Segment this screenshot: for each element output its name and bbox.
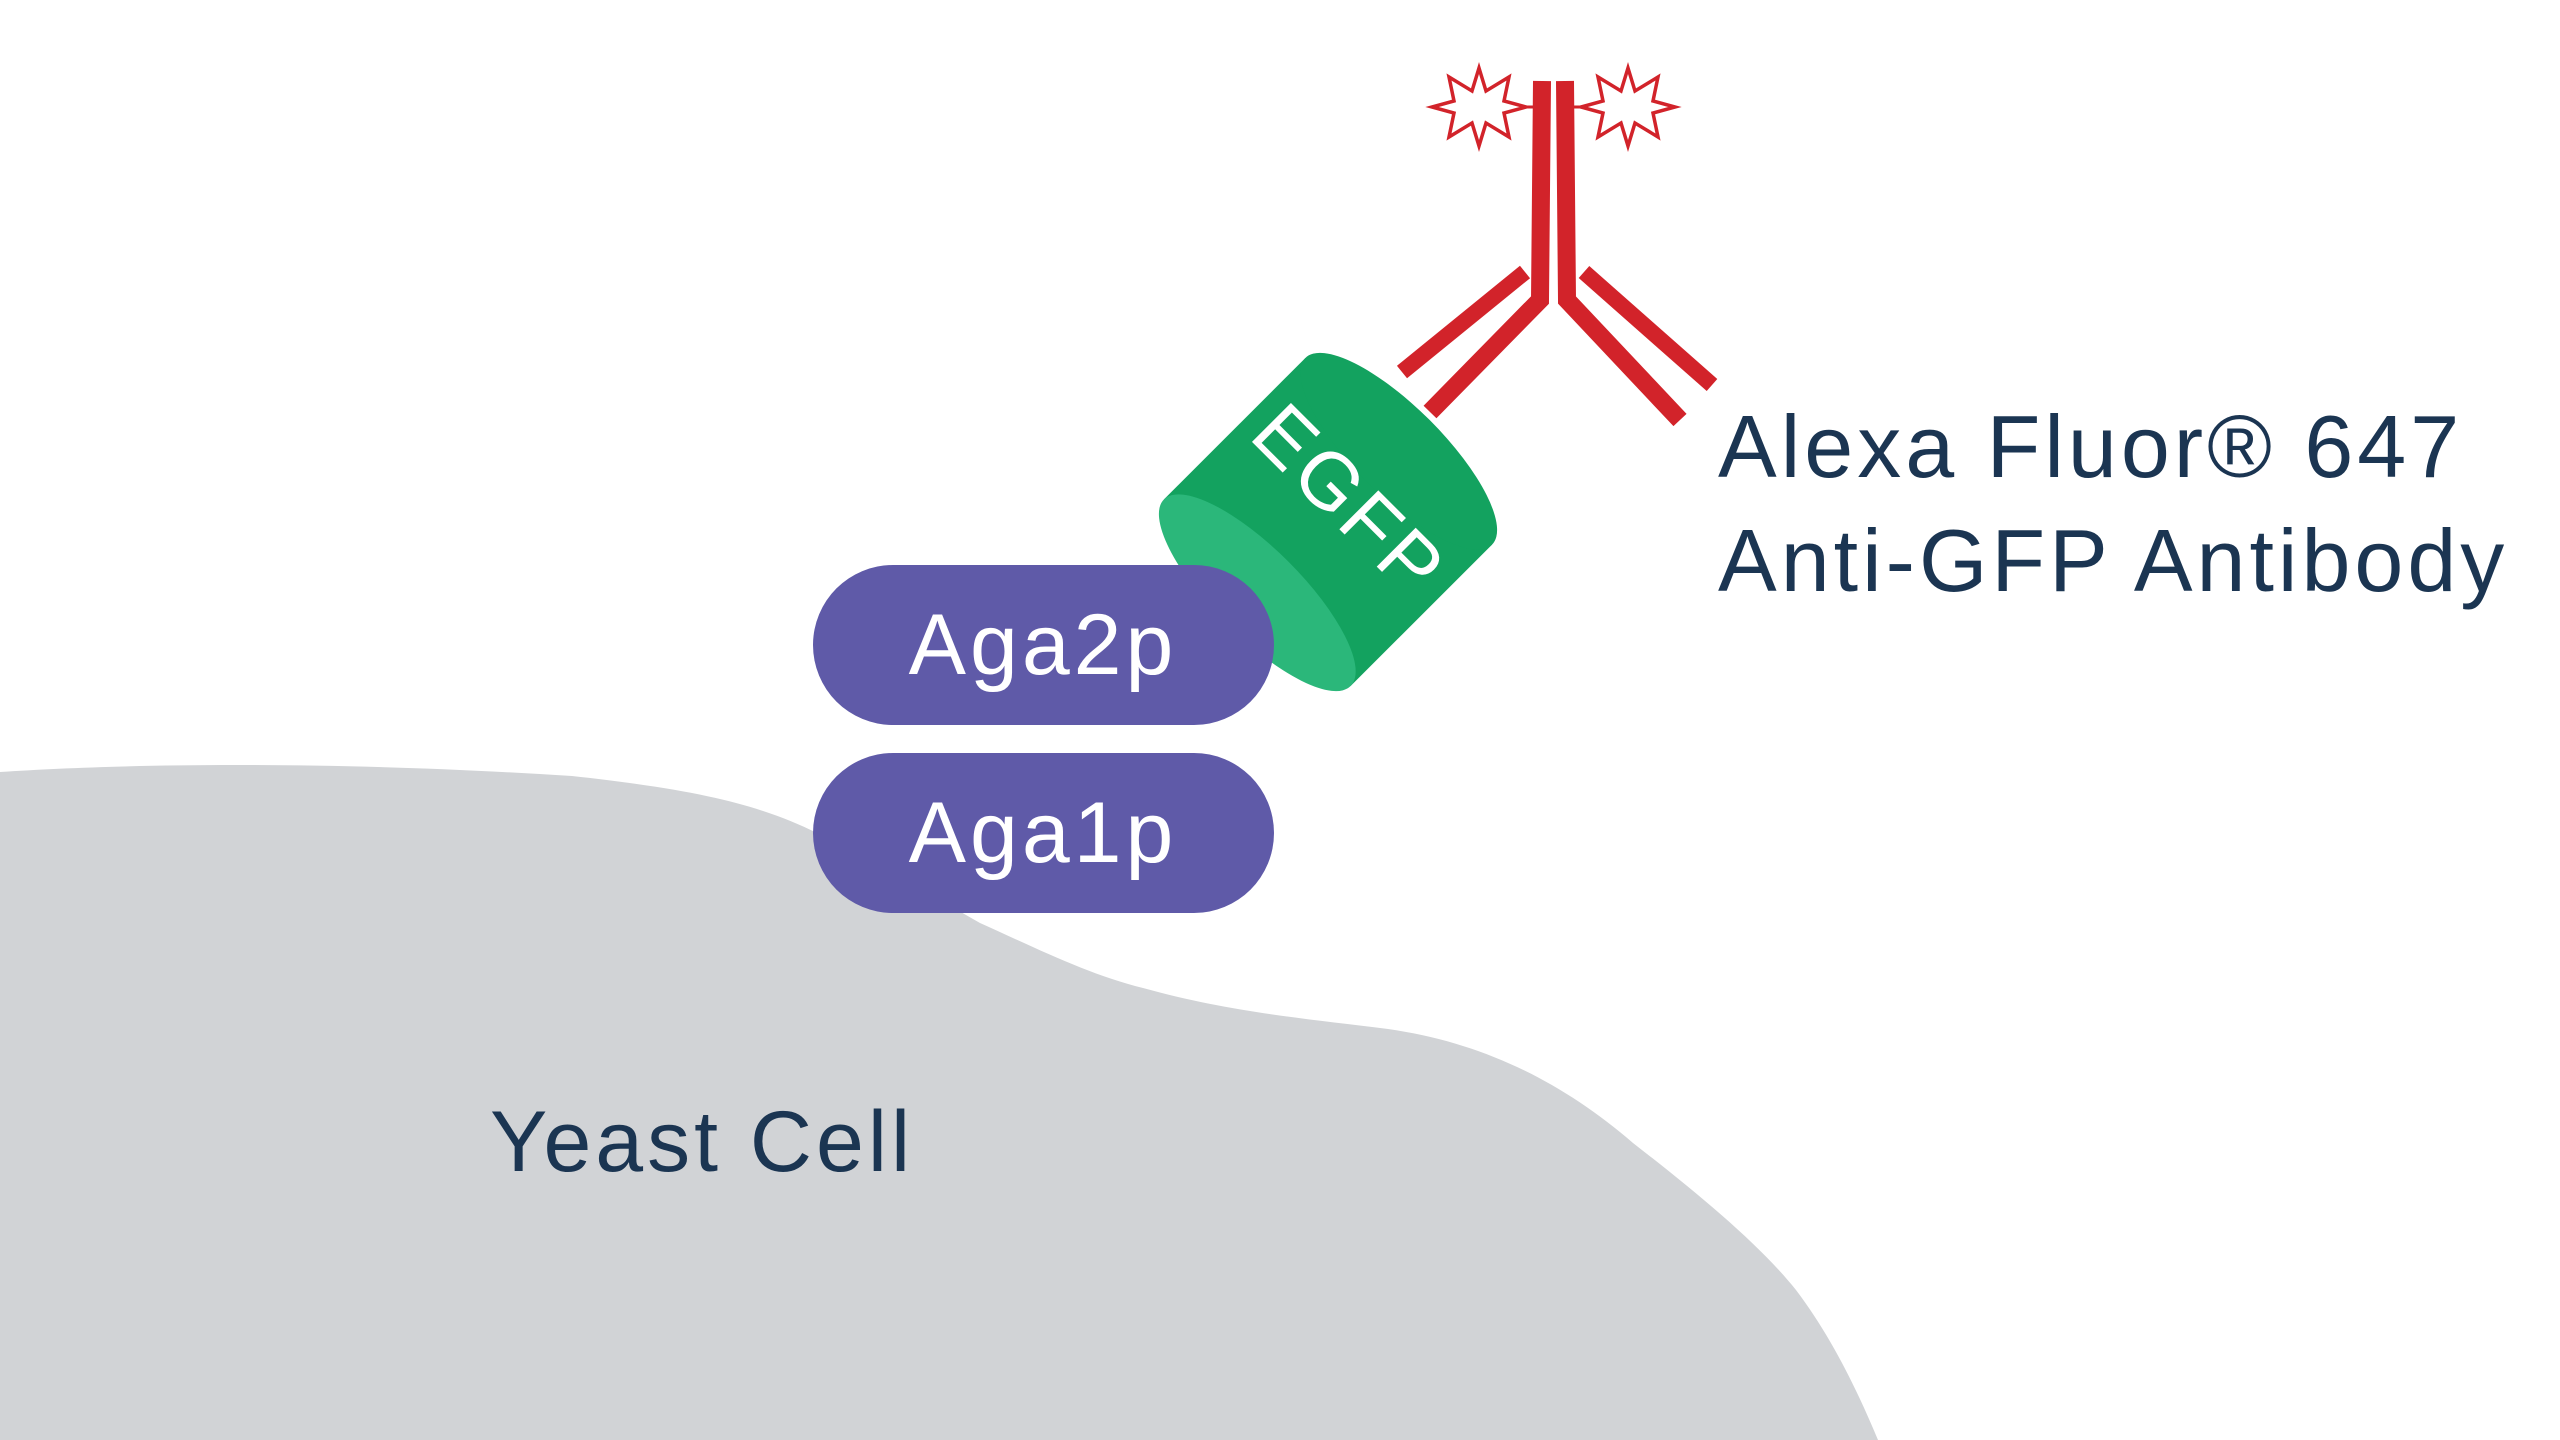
egfp-barrel	[1158, 352, 1498, 692]
yeast-cell-label: Yeast Cell	[490, 1094, 914, 1190]
aga2p-label: Aga2p	[909, 597, 1178, 693]
fluorophore-star-left-icon	[1425, 61, 1533, 153]
aga1p-label: Aga1p	[909, 785, 1178, 881]
antibody-label-line1: Alexa Fluor® 647	[1718, 397, 2463, 496]
antibody-heavy-chain-left	[1423, 80, 1551, 419]
antibody-heavy-chain-right	[1556, 80, 1687, 427]
aga1p-protein: Aga1p	[813, 753, 1274, 913]
antibody	[1396, 61, 1718, 427]
antibody-label-line2: Anti-GFP Antibody	[1718, 511, 2508, 610]
yeast-cell-shape	[0, 765, 1878, 1440]
aga2p-protein: Aga2p	[813, 565, 1274, 725]
antibody-light-chain-right	[1578, 266, 1718, 391]
antibody-light-chain-left	[1396, 265, 1531, 379]
fluorophore-star-right-icon	[1574, 61, 1682, 153]
